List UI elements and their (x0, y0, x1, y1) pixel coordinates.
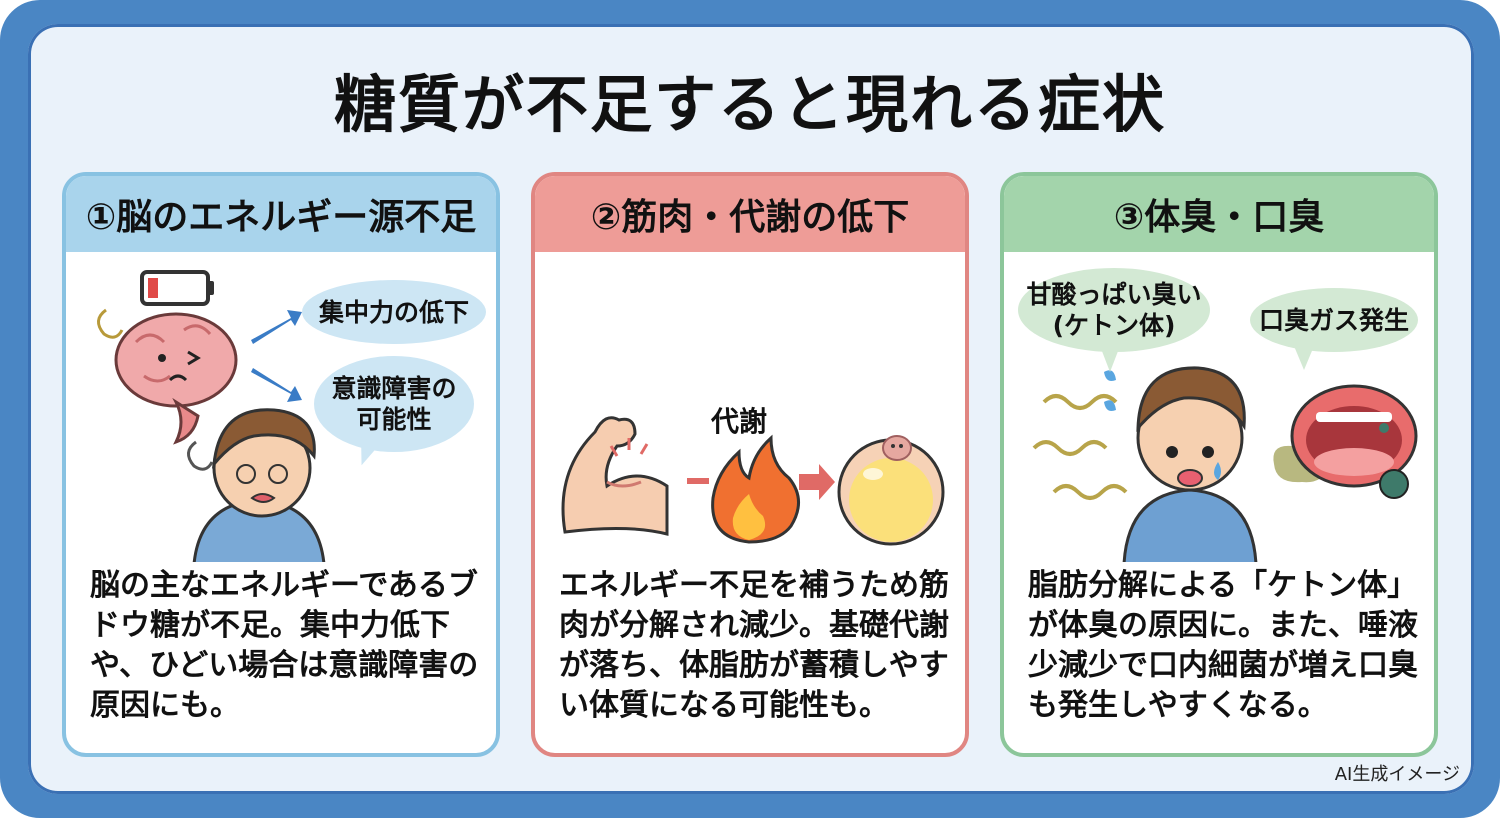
metabolism-label: 代謝 (711, 405, 768, 438)
sweating-boy-icon (1122, 366, 1258, 562)
arrow-icon (251, 310, 302, 402)
card-heading: ③体臭・口臭 (1004, 176, 1434, 252)
odor-illustration (1032, 366, 1418, 562)
card-brain-energy: ①脳のエネルギー源不足 (62, 172, 500, 757)
muscle-arm-icon (561, 416, 669, 536)
card-description: エネルギー不足を補うため筋肉が分解され減少。基礎代謝が落ち、体脂肪が蓄積しやすい… (559, 568, 949, 723)
brain-scene-illustration (97, 270, 326, 562)
card-description: 脂肪分解による「ケトン体」が体臭の原因に。また、唾液少減少で口内細菌が増え口臭も… (1028, 568, 1418, 723)
mouth-icon (1290, 384, 1418, 488)
dizzy-swirl-icon (187, 440, 214, 471)
bubble-tail (1294, 346, 1314, 370)
dizzy-boy-icon (192, 408, 326, 562)
card-heading: ②筋肉・代謝の低下 (535, 176, 965, 252)
brain-icon (114, 312, 238, 445)
sweat-drop-icon (1104, 370, 1116, 411)
page-title: 糖質が不足すると現れる症状 (333, 68, 1166, 141)
card-illustration: 集中力の低下 意識障害の 可能性 (66, 252, 496, 562)
odor-waves-icon (1032, 394, 1128, 500)
card-illustration: 代謝 (535, 252, 965, 562)
metabolism-illustration (561, 416, 945, 546)
bubble-tail (1100, 346, 1120, 372)
fire-icon (711, 434, 800, 544)
card-muscle-metabolism: ②筋肉・代謝の低下 代謝 (531, 172, 969, 757)
card-illustration: 甘酸っぱい臭い (ケトン体) 口臭ガス発生 (1004, 252, 1434, 562)
card-description: 脳の主なエネルギーであるブドウ糖が不足。集中力低下や、ひどい場合は意識障害の原因… (90, 568, 479, 723)
speech-bubble-bad-breath: 口臭ガス発生 (1250, 288, 1418, 352)
speech-bubble-concentration: 集中力の低下 (302, 280, 486, 344)
arrow-icon (799, 464, 835, 500)
card-heading: ①脳のエネルギー源不足 (66, 176, 496, 252)
germ-icon (1379, 423, 1409, 499)
speech-bubble-ketone-odor: 甘酸っぱい臭い (ケトン体) (1018, 268, 1210, 352)
fat-cell-icon (837, 435, 945, 546)
speech-bubble-consciousness: 意識障害の 可能性 (314, 356, 474, 452)
ai-generated-credit: AI生成イメージ (1334, 764, 1460, 785)
battery-low-icon (140, 270, 214, 306)
card-body-odor: ③体臭・口臭 (1000, 172, 1438, 757)
dash-icon (687, 478, 709, 484)
dizzy-swirl-icon (97, 308, 124, 339)
